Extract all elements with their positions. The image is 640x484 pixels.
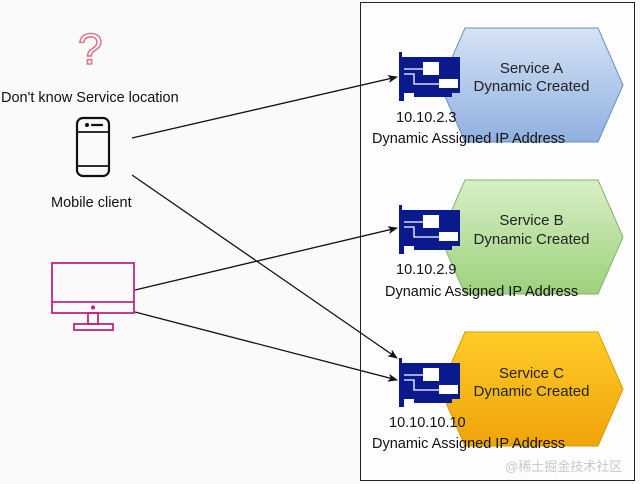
service-c-subtitle: Dynamic Created (473, 383, 590, 400)
service-a-ip: 10.10.2.3 (396, 110, 457, 126)
question-mark-icon: ? (77, 25, 103, 75)
arrow-mobile-to-service-a (131, 75, 398, 139)
service-c-ip-label: Dynamic Assigned IP Address (372, 436, 566, 452)
network-card-icon-b (399, 205, 460, 254)
service-b-ip-label: Dynamic Assigned IP Address (385, 284, 579, 300)
unknown-location-label: Don't know Service location (1, 90, 179, 106)
service-a-subtitle: Dynamic Created (473, 78, 590, 95)
network-card-icon-c (399, 358, 460, 407)
service-a-ip-label: Dynamic Assigned IP Address (372, 131, 566, 147)
desktop-monitor-icon (51, 262, 135, 331)
service-b-name: Service B (499, 212, 564, 229)
service-a-name: Service A (499, 60, 564, 77)
arrow-desktop-to-service-c (134, 311, 398, 382)
service-c-name: Service C (498, 365, 565, 382)
service-b-subtitle: Dynamic Created (473, 231, 590, 248)
service-b-ip: 10.10.2.9 (396, 262, 457, 278)
mobile-phone-icon (75, 116, 111, 178)
service-c-ip: 10.10.10.10 (389, 415, 466, 431)
network-card-icon-a (399, 52, 460, 101)
mobile-client-label: Mobile client (51, 195, 132, 211)
watermark-text: @稀土掘金技术社区 (505, 459, 623, 474)
arrow-mobile-to-service-c (131, 174, 398, 359)
arrow-desktop-to-service-b (134, 226, 398, 291)
